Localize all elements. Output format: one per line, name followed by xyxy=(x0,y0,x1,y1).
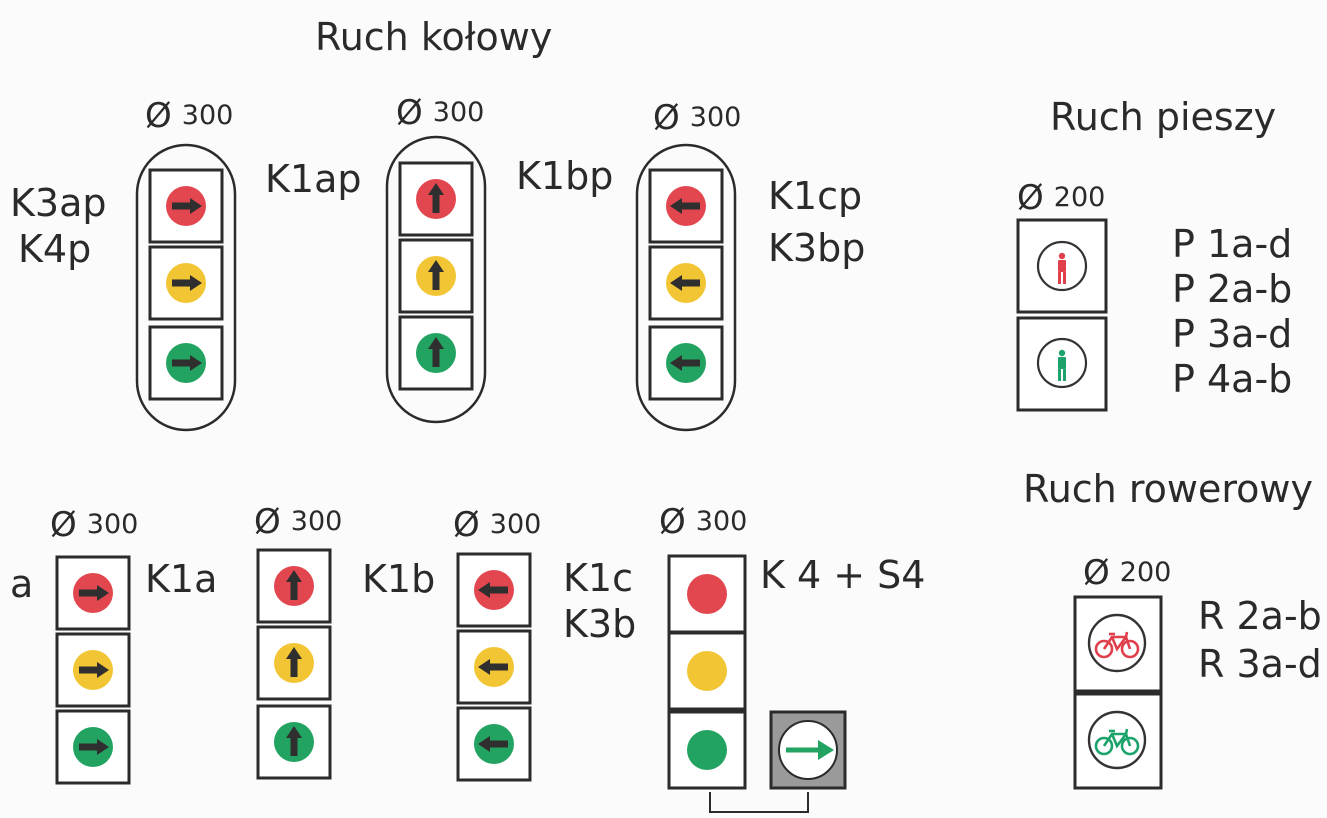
yellow-lamp xyxy=(687,651,727,691)
pedestrian-signal xyxy=(1016,218,1108,412)
signal-bottom-1 xyxy=(55,555,131,785)
diameter-label: Ø 300 xyxy=(145,96,234,133)
diameter-label: Ø 300 xyxy=(453,505,542,542)
diameter-label: Ø 200 xyxy=(1083,553,1172,590)
signal-bottom-4 xyxy=(667,554,847,813)
lamp-box xyxy=(148,168,224,244)
diameter-value: 300 xyxy=(432,97,485,128)
lamp-box xyxy=(398,161,474,237)
diameter-value: 300 xyxy=(489,509,542,540)
green-lamp xyxy=(687,730,727,770)
bicycle-signal-names: R 2a-b R 3a-d xyxy=(1198,592,1322,688)
signal-housing xyxy=(385,135,487,424)
signal-top-3 xyxy=(635,143,737,432)
signal-name: K1ap xyxy=(265,157,362,201)
diameter-symbol: Ø xyxy=(453,505,480,545)
signal-name: K1b xyxy=(362,557,436,601)
title-bicycle-traffic: Ruch rowerowy xyxy=(1023,467,1313,511)
diameter-label: Ø 200 xyxy=(1017,178,1106,215)
diameter-value: 300 xyxy=(86,509,139,540)
lamp-box xyxy=(648,168,724,244)
title-pedestrian-traffic: Ruch pieszy xyxy=(1050,95,1277,139)
signal-name: K 4 + S4 xyxy=(760,553,926,597)
diameter-label: Ø 300 xyxy=(254,502,343,539)
signal-name: R 3a-d xyxy=(1198,642,1322,686)
signal-name: K3b xyxy=(563,602,637,646)
signal-name: K1a xyxy=(145,557,218,601)
diameter-symbol: Ø xyxy=(659,502,686,542)
diameter-value: 300 xyxy=(695,506,748,537)
signal-name: P 4a-b xyxy=(1172,357,1293,401)
diameter-label: Ø 300 xyxy=(50,505,139,542)
signal-top-1 xyxy=(135,143,237,432)
signal-bottom-3 xyxy=(456,552,532,782)
signal-name-group: K3ap K4p xyxy=(10,180,107,272)
signal-name: R 2a-b xyxy=(1198,594,1322,638)
signal-housing xyxy=(135,143,237,432)
signal-name-group: K1cp K3bp xyxy=(768,170,865,274)
signal-name: K1cp xyxy=(768,174,863,218)
diameter-symbol: Ø xyxy=(145,96,172,136)
signal-name: a xyxy=(10,562,34,606)
signal-name-group: K1c K3b xyxy=(563,555,636,647)
diameter-value: 300 xyxy=(181,100,234,131)
title-vehicle-traffic: Ruch kołowy xyxy=(315,15,553,59)
diameter-value: 300 xyxy=(290,506,343,537)
diameter-symbol: Ø xyxy=(254,502,281,542)
signal-name: K4p xyxy=(18,227,92,271)
bracket-connector xyxy=(709,792,809,813)
signal-name: K3ap xyxy=(10,181,107,225)
signal-bottom-2 xyxy=(256,548,332,780)
signal-name: P 1a-d xyxy=(1172,222,1293,266)
signal-name: K1bp xyxy=(516,154,614,198)
diameter-symbol: Ø xyxy=(50,505,77,545)
lamp-box xyxy=(55,555,131,631)
signal-top-2 xyxy=(385,135,487,424)
signal-name: P 3a-d xyxy=(1172,312,1293,356)
diameter-value: 300 xyxy=(689,102,742,133)
signal-name: P 2a-b xyxy=(1172,267,1293,311)
diameter-symbol: Ø xyxy=(1017,178,1044,218)
bicycle-signal xyxy=(1073,595,1163,790)
signal-name: K1c xyxy=(563,556,633,600)
diameter-symbol: Ø xyxy=(1083,553,1110,593)
diameter-value: 200 xyxy=(1053,182,1106,213)
green-arrowhead-icon xyxy=(818,740,834,760)
pedestrian-signal-names: P 1a-d P 2a-b P 3a-d P 4a-b xyxy=(1172,222,1292,402)
red-lamp xyxy=(687,574,727,614)
diameter-symbol: Ø xyxy=(653,98,680,138)
diameter-label: Ø 300 xyxy=(659,502,748,539)
diameter-label: Ø 300 xyxy=(653,98,742,135)
diameter-label: Ø 300 xyxy=(396,93,485,130)
signal-name: K3bp xyxy=(768,226,866,270)
signal-housing xyxy=(635,143,737,432)
diameter-value: 200 xyxy=(1119,557,1172,588)
diameter-symbol: Ø xyxy=(396,93,423,133)
